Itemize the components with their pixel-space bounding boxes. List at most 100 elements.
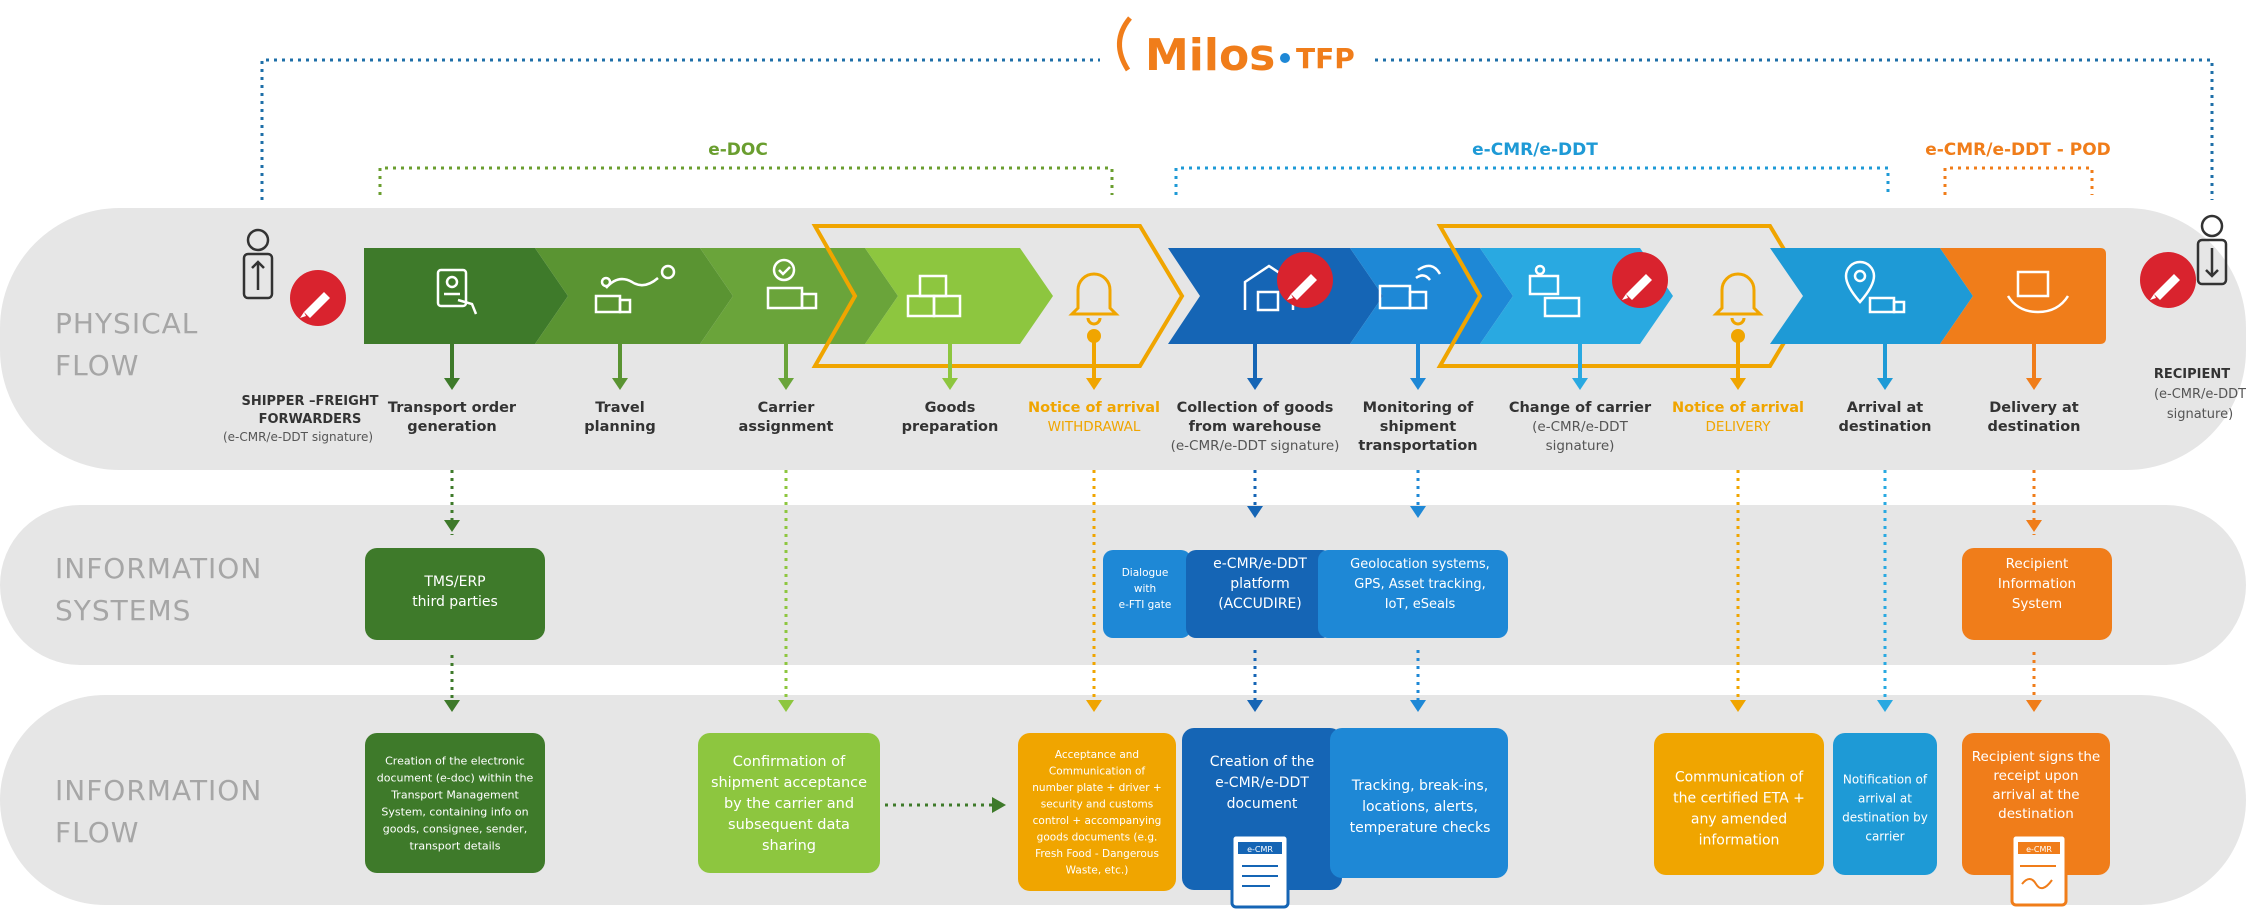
info-text-line: Communication of (1675, 769, 1804, 785)
shipper-line2: FORWARDERS (259, 412, 362, 427)
info-text-line: control + accompanying (1033, 815, 1162, 827)
step-label: Travel (595, 400, 645, 416)
info-text-line: carrier (1865, 830, 1904, 844)
system-text-line: TMS/ERP (423, 574, 485, 590)
info-text-line: security and customs (1041, 798, 1154, 810)
signature-pen-icon-recipient (2140, 252, 2196, 308)
step-label: shipment (1380, 419, 1457, 435)
dialogue-box (1103, 550, 1191, 638)
brand-swoosh (1117, 16, 1132, 72)
acceptance-box (1018, 733, 1176, 891)
tracking-box (1330, 728, 1508, 878)
step-sublabel: WITHDRAWAL (1048, 419, 1141, 435)
hands-package-icon (2006, 270, 2070, 314)
creation-edoc-box (365, 733, 545, 873)
brand-header: Milos TFP (1117, 16, 1355, 81)
info-text-line: locations, alerts, (1362, 799, 1478, 815)
top-bracket-left (260, 58, 1100, 200)
phase-brackets (378, 166, 2094, 195)
tms-erp-box (365, 548, 545, 640)
info-text-line: by the carrier and (724, 796, 854, 812)
chevron-carrier-assignment (700, 248, 898, 344)
phase-label-pod: e-CMR/e-DDT - POD (1925, 140, 2111, 160)
info-text-line: System, containing info on (381, 805, 528, 818)
recipient-system-box (1962, 548, 2112, 640)
system-text-line: GPS, Asset tracking, (1354, 577, 1485, 592)
recipient-line1: RECIPIENT (2154, 367, 2230, 382)
info-text-line: any amended (1691, 811, 1787, 827)
step-label: destination (1838, 419, 1931, 435)
step-label: preparation (902, 419, 999, 435)
lane-label-info-1: INFORMATION (55, 774, 262, 807)
step-label: Goods (925, 400, 976, 416)
shipper-label: SHIPPER –FREIGHT FORWARDERS (e-CMR/e-DDT… (223, 394, 379, 444)
info-text-line: arrival at the (1992, 787, 2079, 803)
signature-pen-icon-collection (1277, 252, 1333, 308)
lane-label-physical-1: PHYSICAL (55, 307, 198, 340)
trucks-exchange-icon (1528, 264, 1581, 318)
step-label: Change of carrier (1509, 400, 1652, 416)
info-text-line: Recipient signs the (1972, 749, 2100, 765)
info-text-line: Acceptance and (1055, 749, 1139, 761)
system-text-line: Information (1998, 576, 2076, 592)
bell-icons (1068, 272, 1764, 326)
chevron-icons (436, 258, 2070, 318)
info-text-line: Waste, etc.) (1066, 864, 1129, 876)
vertical-connectors (450, 470, 2036, 705)
step-label: Delivery at (1989, 400, 2079, 416)
system-text-line: platform (1230, 576, 1290, 592)
ecmr-doc-icon: e-CMR (1230, 833, 1290, 909)
shipper-line3: (e-CMR/e-DDT signature) (223, 430, 373, 444)
system-text-line: with (1134, 583, 1156, 595)
system-text-line: System (2012, 596, 2062, 612)
recipient-person-icon (2196, 214, 2228, 286)
recipient-line3: signature) (2167, 407, 2233, 422)
info-text-line: information (1699, 832, 1780, 848)
shipper-line1: SHIPPER –FREIGHT (241, 394, 378, 409)
signature-pen-icon-change (1612, 252, 1668, 308)
phase-label-ecmr: e-CMR/e-DDT (1472, 140, 1598, 160)
step-sublabel: (e-CMR/e-DDT signature) (1171, 438, 1340, 454)
info-text-line: Notification of (1843, 773, 1928, 787)
step-labels: Transport order generation Travel planning C… (388, 400, 2081, 454)
confirmation-box (698, 733, 880, 873)
step-label: generation (407, 419, 497, 435)
step-sublabel: signature) (1546, 438, 1615, 454)
info-text-line: sharing (762, 838, 816, 854)
brand-dot (1280, 53, 1290, 63)
info-boxes (365, 728, 2110, 891)
info-text-line: Fresh Food - Dangerous (1035, 848, 1159, 860)
lane-label-systems-1: INFORMATION (55, 552, 262, 585)
info-text-line: temperature checks (1350, 820, 1491, 836)
truck-signal-icon (1378, 264, 1442, 310)
chevron-collection (1168, 248, 1383, 344)
step-label: Monitoring of (1363, 400, 1474, 416)
step-label: Transport order (388, 400, 517, 416)
phase-bracket-edoc (378, 166, 1114, 195)
boxes-icon (906, 274, 962, 318)
info-text-line: arrival at (1858, 792, 1912, 806)
signature-badges (290, 252, 2196, 326)
system-text-line: IoT, eSeals (1385, 597, 1456, 612)
step-pins (444, 329, 2042, 390)
chevron-delivery-outline (1436, 224, 1815, 368)
person-icons (242, 214, 2228, 300)
system-text-line: third parties (412, 594, 498, 610)
step-label: destination (1987, 419, 2080, 435)
chevron-withdrawal-outline (811, 224, 1185, 368)
info-text-line: e-CMR/e-DDT (1215, 775, 1309, 791)
system-text-line: Dialogue (1122, 567, 1169, 579)
info-text-line: subsequent data (728, 817, 850, 833)
lane-labels: PHYSICAL FLOW INFORMATION SYSTEMS INFORM… (55, 307, 262, 849)
info-text-line: receipt upon (1993, 768, 2078, 784)
info-text-line: number plate + driver + (1032, 782, 1161, 794)
step-label: transportation (1358, 438, 1477, 454)
shipper-person-icon (242, 228, 274, 300)
ecmr-signed-doc-icon: e-CMR (2010, 833, 2068, 907)
confirmation-arrow-head (992, 797, 1006, 813)
step-label: planning (584, 419, 655, 435)
step-label: assignment (739, 419, 834, 435)
info-text-line: Creation of the (1210, 754, 1315, 770)
